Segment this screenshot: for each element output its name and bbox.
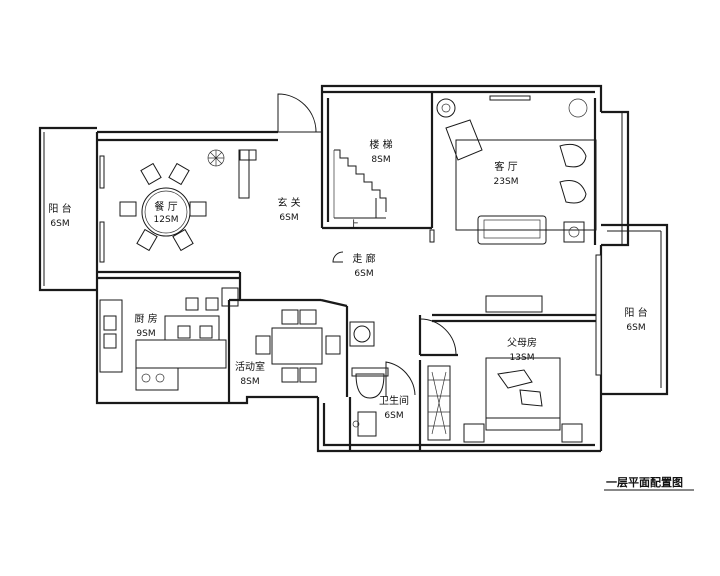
balcony-west-name: 阳 台: [48, 202, 71, 215]
living-furniture: [436, 98, 597, 245]
balcony-east-name: 阳 台: [624, 306, 647, 319]
kitchen-area: 9SM: [136, 329, 155, 339]
bed: [463, 357, 583, 443]
activity-area: 8SM: [240, 377, 259, 387]
dining-area: 12SM: [154, 215, 179, 225]
staircase: [333, 149, 387, 219]
doors: [277, 93, 457, 397]
dining-table: [119, 162, 207, 252]
bathroom-name: 卫生间: [379, 394, 409, 407]
wardrobe: [427, 295, 543, 441]
parents-area: 13SM: [510, 353, 535, 363]
bathroom-fixtures: [349, 321, 389, 437]
foyer-name: 玄 关: [277, 196, 300, 209]
activity-table: [255, 309, 341, 383]
stairs-name: 楼 梯: [369, 138, 392, 151]
corridor-area: 6SM: [354, 269, 373, 279]
kitchen-name: 厨 房: [134, 312, 157, 325]
foyer-area: 6SM: [279, 213, 298, 223]
parents-name: 父母房: [507, 336, 537, 349]
kitchen-fixtures: [99, 287, 239, 391]
balcony-east-area: 6SM: [626, 323, 645, 333]
living-name: 客 厅: [494, 160, 517, 173]
stairs-up-mark: 上: [349, 219, 359, 231]
plant-icon: [207, 149, 225, 167]
exterior-walls: [38, 84, 669, 453]
living-area: 23SM: [494, 177, 519, 187]
interior-walls: [97, 92, 601, 451]
stairs-area: 8SM: [371, 155, 390, 165]
activity-name: 活动室: [235, 360, 265, 373]
corridor-name: 走 廊: [352, 252, 375, 265]
windows: [99, 95, 602, 376]
dining-name: 餐 厅: [154, 200, 177, 213]
drawing-caption: 一层平面配置图: [606, 475, 683, 489]
bathroom-area: 6SM: [384, 411, 403, 421]
shoe-bench: [239, 149, 257, 161]
balcony-west-area: 6SM: [50, 219, 69, 229]
